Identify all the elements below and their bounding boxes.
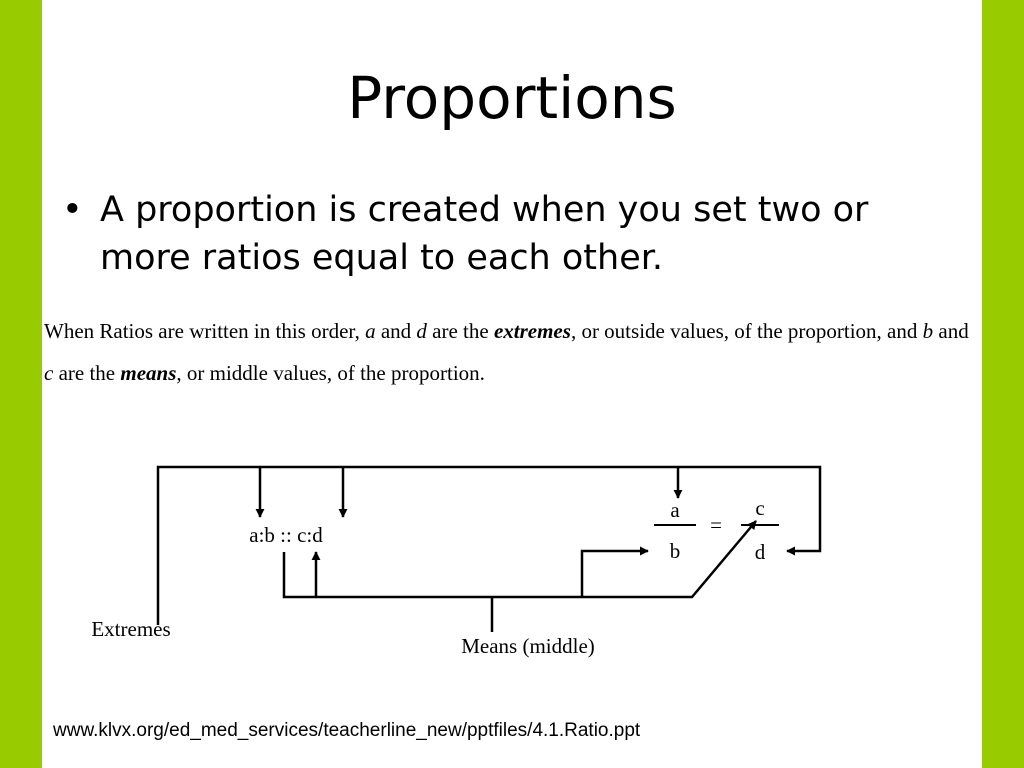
fraction-b: b [670, 539, 681, 563]
para-var-c: c [44, 361, 54, 385]
para-var-a: a [365, 319, 376, 343]
para-term-extremes: extremes [493, 319, 571, 343]
para-text-7: , or middle values, of the proportion. [176, 361, 485, 385]
para-text-5: and [933, 319, 969, 343]
para-text-4: , or outside values, of the proportion, … [570, 319, 923, 343]
fraction-a: a [670, 498, 680, 522]
ratio-notation: a:b :: c:d [249, 523, 323, 547]
definition-paragraph: When Ratios are written in this order, a… [44, 310, 980, 394]
bullet-dot-icon: • [62, 190, 83, 230]
arrow-to-frac-b [580, 546, 649, 597]
para-term-means: means [120, 361, 177, 385]
para-text-3: are the [426, 319, 494, 343]
para-text-6: are the [53, 361, 121, 385]
bullet-item: • A proportion is created when you set t… [62, 186, 962, 282]
para-text-2: and [375, 319, 417, 343]
means-label: Means (middle) [461, 634, 595, 658]
extremes-label: Extremes [91, 617, 170, 641]
para-text-1: When Ratios are written in this order, [44, 319, 366, 343]
extremes-connector-line [156, 465, 822, 625]
para-var-b: b [922, 319, 934, 343]
right-accent-bar [982, 0, 1024, 768]
slide-title: Proportions [347, 64, 677, 132]
bullet-text: A proportion is created when you set two… [100, 190, 869, 278]
source-url: www.klvx.org/ed_med_services/teacherline… [53, 720, 641, 741]
fraction-d: d [755, 540, 766, 564]
equals-sign: = [710, 513, 722, 537]
para-var-d: d [416, 319, 427, 343]
left-accent-bar [0, 0, 42, 768]
means-connector-line [282, 520, 757, 599]
fraction-c: c [755, 496, 764, 520]
